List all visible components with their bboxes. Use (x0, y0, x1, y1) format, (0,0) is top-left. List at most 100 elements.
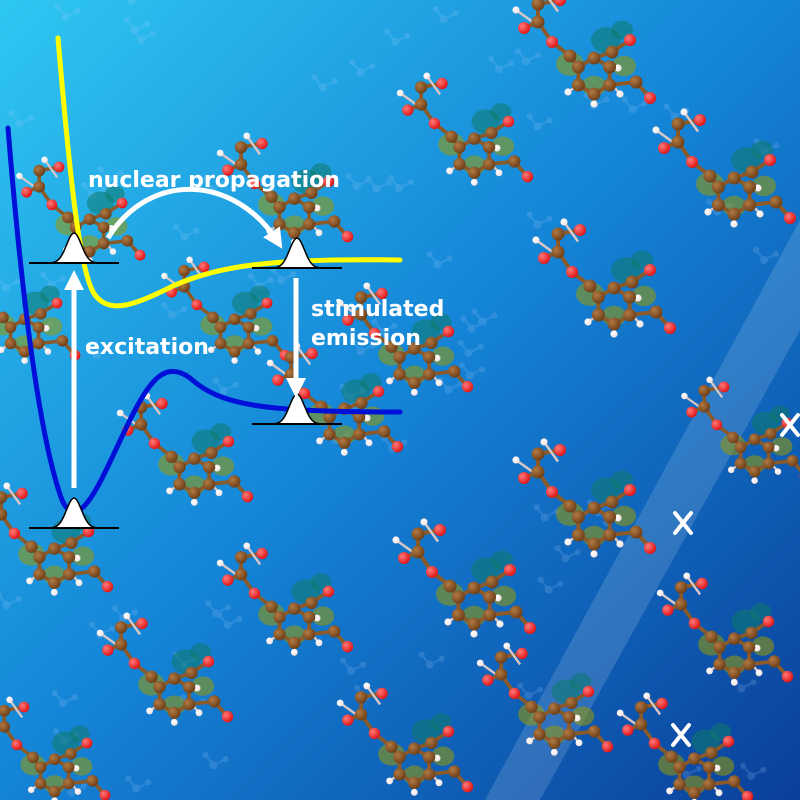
faint-molecule (111, 605, 138, 623)
carbon-atom (354, 291, 368, 304)
carbon-atom (62, 568, 76, 581)
hydrogen-atom (123, 612, 131, 620)
oxygen-atom (711, 419, 723, 431)
carbon-atom (288, 602, 301, 615)
hydrogen-atom (207, 346, 215, 354)
hydrogen-atom (266, 637, 274, 645)
oxygen-atom (18, 701, 30, 713)
hydrogen-atom (96, 629, 104, 637)
faint-molecule (458, 362, 485, 380)
carbon-atom (671, 135, 685, 149)
carbon-atom (508, 155, 521, 168)
hydrogen-atom (681, 392, 688, 400)
carbon-atom (734, 457, 747, 470)
x-break-icon (673, 511, 693, 535)
oxygen-atom (516, 647, 528, 660)
hydrogen-atom (116, 409, 124, 417)
carbon-atom (533, 710, 546, 724)
carbon-atom (587, 87, 601, 101)
carbon-atom (453, 158, 466, 171)
faint-molecule (54, 3, 81, 21)
oxygen-atom (504, 564, 516, 576)
oxygen-atom (656, 697, 668, 710)
carbon-atom (48, 576, 61, 589)
hydrogen-atom (495, 169, 503, 177)
carbon-atom (18, 345, 31, 358)
oxygen-atom (376, 687, 388, 700)
carbon-atom (385, 340, 398, 353)
hydrogen-atom (42, 324, 50, 332)
hydrogen-atom (73, 554, 81, 562)
oxygen-atom (546, 486, 558, 498)
faint-molecule (526, 211, 553, 229)
oxygen-atom (8, 527, 21, 540)
hydrogen-atom (526, 737, 534, 745)
molecule-unit (681, 376, 800, 484)
hydrogen-atom (470, 178, 478, 186)
hydrogen-atom (190, 498, 198, 506)
carbon-atom (34, 307, 47, 320)
carbon-atom (603, 528, 617, 542)
oxygen-atom (426, 566, 438, 578)
carbon-atom (563, 499, 577, 513)
hydrogen-atom (26, 577, 34, 585)
hydrogen-atom (313, 204, 321, 212)
oxygen-atom (694, 114, 706, 126)
hydrogen-atom (634, 294, 642, 302)
faint-molecule (340, 657, 367, 675)
hydrogen-atom (423, 72, 431, 80)
carbon-atom (603, 510, 617, 524)
carbon-atom (551, 227, 565, 241)
carbon-atom (208, 695, 221, 708)
hydrogen-atom (706, 376, 713, 384)
oxygen-atom (546, 36, 558, 48)
hydrogen-atom (476, 659, 484, 667)
carbon-atom (713, 658, 726, 671)
carbon-atom (56, 334, 69, 347)
oxygen-atom (554, 0, 566, 6)
carbon-atom (62, 777, 75, 790)
faint-molecule (212, 377, 239, 395)
oxygen-atom (322, 585, 335, 598)
oxygen-atom (722, 735, 735, 748)
carbon-atom (665, 750, 678, 763)
oxygen-atom (664, 322, 676, 334)
faint-molecule (460, 315, 487, 333)
carbon-atom (448, 765, 461, 778)
hydrogen-atom (213, 464, 221, 472)
oxygen-atom (434, 524, 446, 536)
carbon-atom (27, 751, 39, 764)
carbon-atom (242, 337, 255, 350)
carbon-atom (588, 725, 601, 738)
molecule-unit (476, 642, 614, 756)
carbon-atom (603, 78, 617, 92)
carbon-atom (623, 308, 637, 322)
oxygen-atom (202, 655, 215, 668)
oxygen-atom (21, 186, 32, 198)
oxygen-atom (658, 142, 670, 154)
oxygen-atom (601, 740, 614, 753)
carbon-atom (64, 747, 77, 760)
faint-molecule (8, 110, 35, 128)
carbon-atom (302, 628, 316, 641)
hydrogen-atom (727, 466, 735, 474)
molecule-unit (336, 282, 474, 396)
oxygen-atom (524, 622, 536, 634)
faint-molecule (517, 682, 544, 700)
hydrogen-atom (774, 468, 782, 475)
carbon-atom (88, 565, 101, 578)
hydrogen-atom (435, 779, 443, 787)
carbon-atom (182, 698, 196, 711)
faint-molecule (216, 612, 243, 630)
hydrogen-atom (50, 588, 58, 596)
carbon-atom (673, 778, 686, 791)
hydrogen-atom (512, 456, 520, 464)
hydrogen-atom (363, 282, 371, 290)
carbon-atom (0, 491, 8, 504)
oxygen-atom (53, 161, 65, 173)
faint-molecule (0, 592, 22, 610)
carbon-atom (265, 190, 278, 203)
carbon-atom (453, 140, 466, 154)
faint-molecule (471, 308, 498, 326)
molecule-unit (16, 156, 146, 264)
